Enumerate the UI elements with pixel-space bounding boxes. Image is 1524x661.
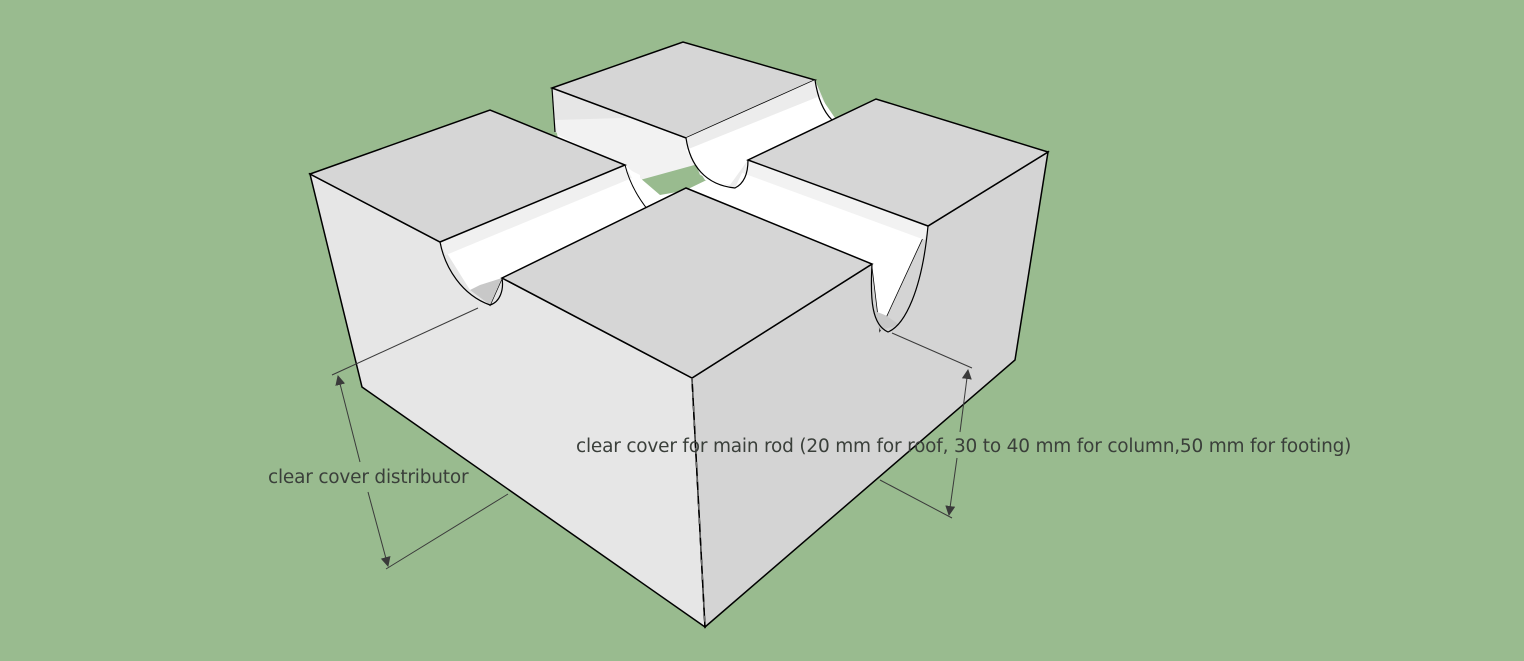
front-block-top	[500, 187, 874, 379]
left-block-top	[308, 109, 627, 243]
right-block-top	[746, 98, 1050, 227]
main-rod-cover-label: clear cover for main rod (20 mm for roof…	[576, 436, 1352, 457]
left-groove	[439, 164, 700, 306]
right-groove	[686, 160, 929, 333]
dimension-distributor[interactable]	[331, 307, 509, 570]
dimension-main-rod[interactable]	[879, 332, 973, 519]
distributor-cover-label: clear cover distributor	[268, 467, 469, 488]
front-vertical-edge	[691, 377, 706, 628]
back-block	[549, 41, 835, 189]
cover-block-model	[308, 41, 1050, 629]
